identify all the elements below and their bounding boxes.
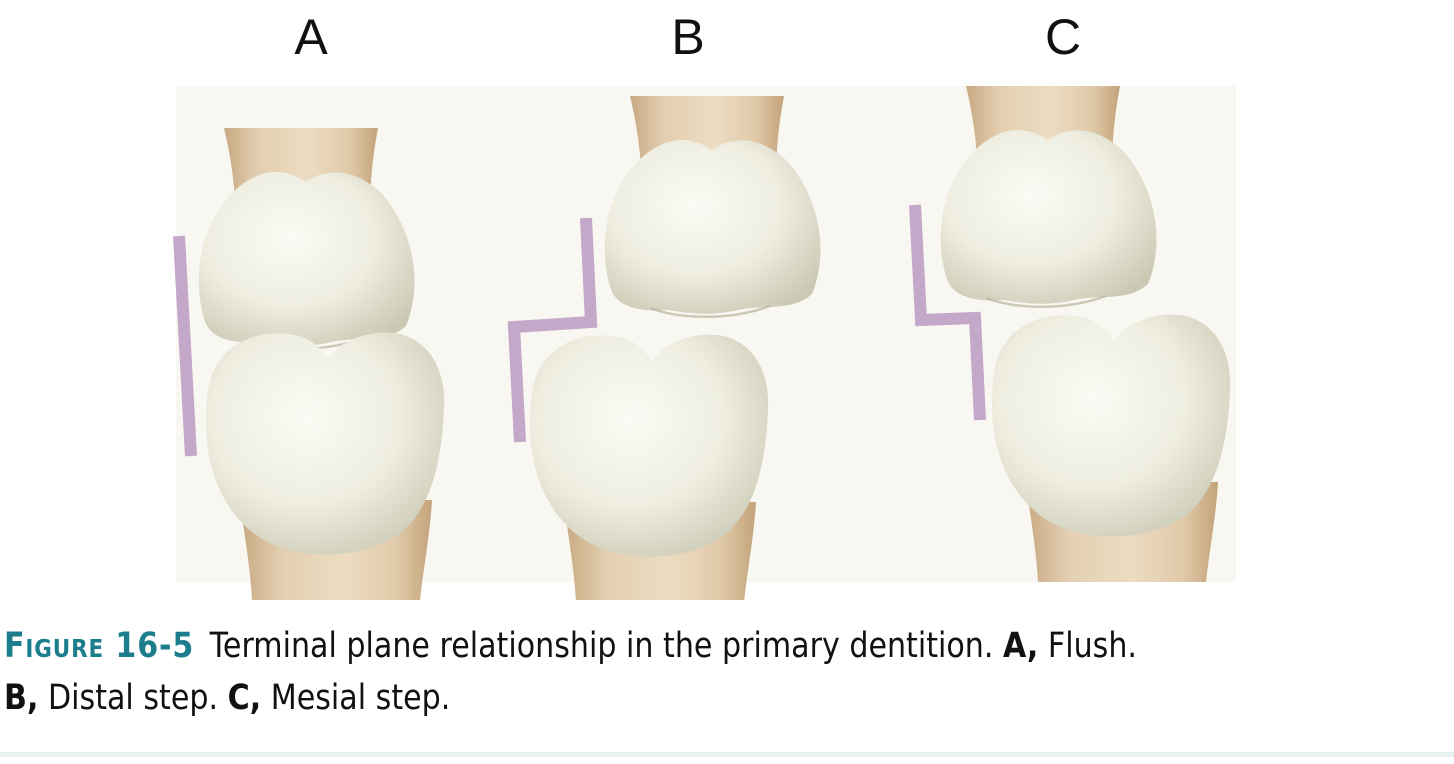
caption-part-c-label: C,	[228, 678, 262, 718]
figure-caption: Figure 16-5 Terminal plane relationship i…	[4, 620, 1248, 724]
panel-letter-b: B	[671, 9, 704, 65]
caption-part-b-label: B,	[4, 678, 38, 718]
panel-letter-a: A	[294, 9, 328, 65]
caption-part-c-text: Mesial step.	[271, 678, 451, 718]
caption-line-1: Figure 16-5 Terminal plane relationship i…	[4, 620, 1248, 672]
caption-line-2: B, Distal step. C, Mesial step.	[4, 672, 1248, 724]
caption-text: Terminal plane relationship in the prima…	[210, 626, 994, 666]
figure-label: Figure 16-5	[4, 626, 194, 666]
panel-letter-c: C	[1045, 9, 1081, 65]
caption-part-b-text: Distal step.	[48, 678, 218, 718]
caption-part-a-text: Flush.	[1048, 626, 1137, 666]
caption-part-a-label: A,	[1003, 626, 1038, 666]
terminal-plane-illustration: A B C	[0, 0, 1454, 600]
bottom-rule	[0, 752, 1454, 757]
